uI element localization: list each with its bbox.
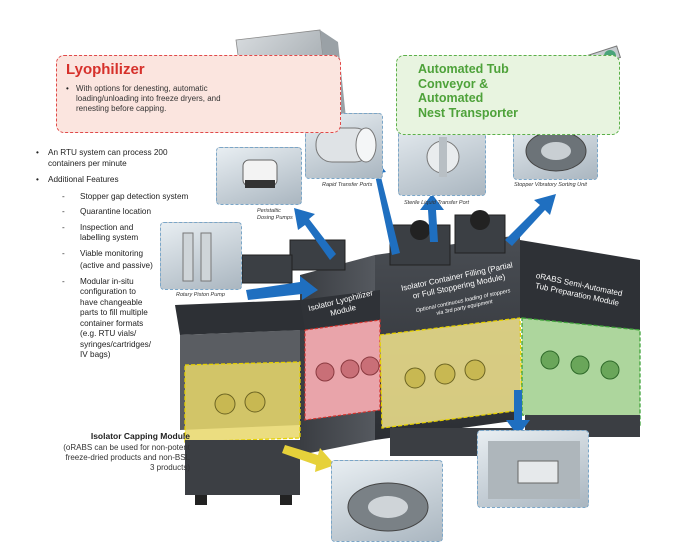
arrow-stopper-unit bbox=[505, 194, 556, 246]
peristaltic-pumps-photo bbox=[216, 147, 302, 205]
stopper-sorting-caption: Stopper Vibratory Sorting Unit bbox=[514, 182, 587, 188]
rapid-transfer-ports-photo bbox=[305, 113, 383, 179]
feature-quarantine: Quarantine location bbox=[36, 207, 216, 218]
rapid-transfer-caption: Rapid Transfer Ports bbox=[322, 182, 373, 188]
feature-additional-heading: Additional Features bbox=[36, 175, 216, 186]
arrow-capping bbox=[282, 445, 335, 472]
callout-arrows bbox=[246, 155, 556, 436]
arrow-orabs-prep bbox=[506, 390, 530, 436]
orabs-interior-photo bbox=[477, 430, 589, 508]
capping-module-title: Isolator Capping Module bbox=[90, 431, 190, 441]
lyophilizer-bullet-dot: • bbox=[66, 84, 69, 93]
capping-module bbox=[175, 300, 305, 505]
arrow-liquid-port bbox=[420, 194, 444, 242]
lyophilizer-title: Lyophilizer bbox=[66, 61, 145, 78]
tub-title-line-3: Automated bbox=[418, 91, 484, 105]
tub-title-line-2: Conveyor & bbox=[418, 76, 489, 91]
feature-modular: Modular in-situ configuration to have ch… bbox=[36, 277, 154, 361]
feature-list: An RTU system can process 200 containers… bbox=[36, 148, 216, 366]
lyophilizer-callout bbox=[56, 55, 341, 133]
orabs-module bbox=[520, 240, 641, 437]
arrow-rapid-transfer bbox=[366, 155, 400, 255]
capping-detail-photo bbox=[331, 460, 443, 542]
feature-capacity: An RTU system can process 200 containers… bbox=[36, 148, 206, 169]
peristaltic-caption: Peristaltic Dosing Pumps bbox=[257, 208, 293, 221]
arrow-rotary-pump bbox=[246, 276, 318, 300]
lyophilizer-module bbox=[300, 290, 381, 421]
feature-inspection: Inspection and labelling system bbox=[36, 223, 154, 244]
feature-gap-detection: Stopper gap detection system bbox=[36, 192, 216, 203]
sterile-liquid-caption: Sterile Liquid Transfer Port bbox=[404, 200, 470, 206]
tub-conveyor-callout bbox=[396, 55, 620, 135]
rotary-piston-caption: Rotary Piston Pump bbox=[176, 292, 225, 298]
tub-title-line-4: Nest Transporter bbox=[418, 105, 519, 120]
arrow-peristaltic bbox=[294, 208, 336, 260]
lyophilizer-description: With options for denesting, automatic lo… bbox=[76, 84, 221, 113]
tub-conveyor-title: Automated Tub Conveyor & Automated Nest … bbox=[418, 62, 518, 120]
capping-module-description: (oRABS can be used for non-potent freeze… bbox=[63, 443, 190, 472]
feature-viable-monitoring: Viable monitoring bbox=[36, 249, 216, 260]
feature-viable-note: (active and passive) bbox=[80, 261, 153, 270]
tub-title-line-1: Automated Tub bbox=[418, 62, 509, 76]
